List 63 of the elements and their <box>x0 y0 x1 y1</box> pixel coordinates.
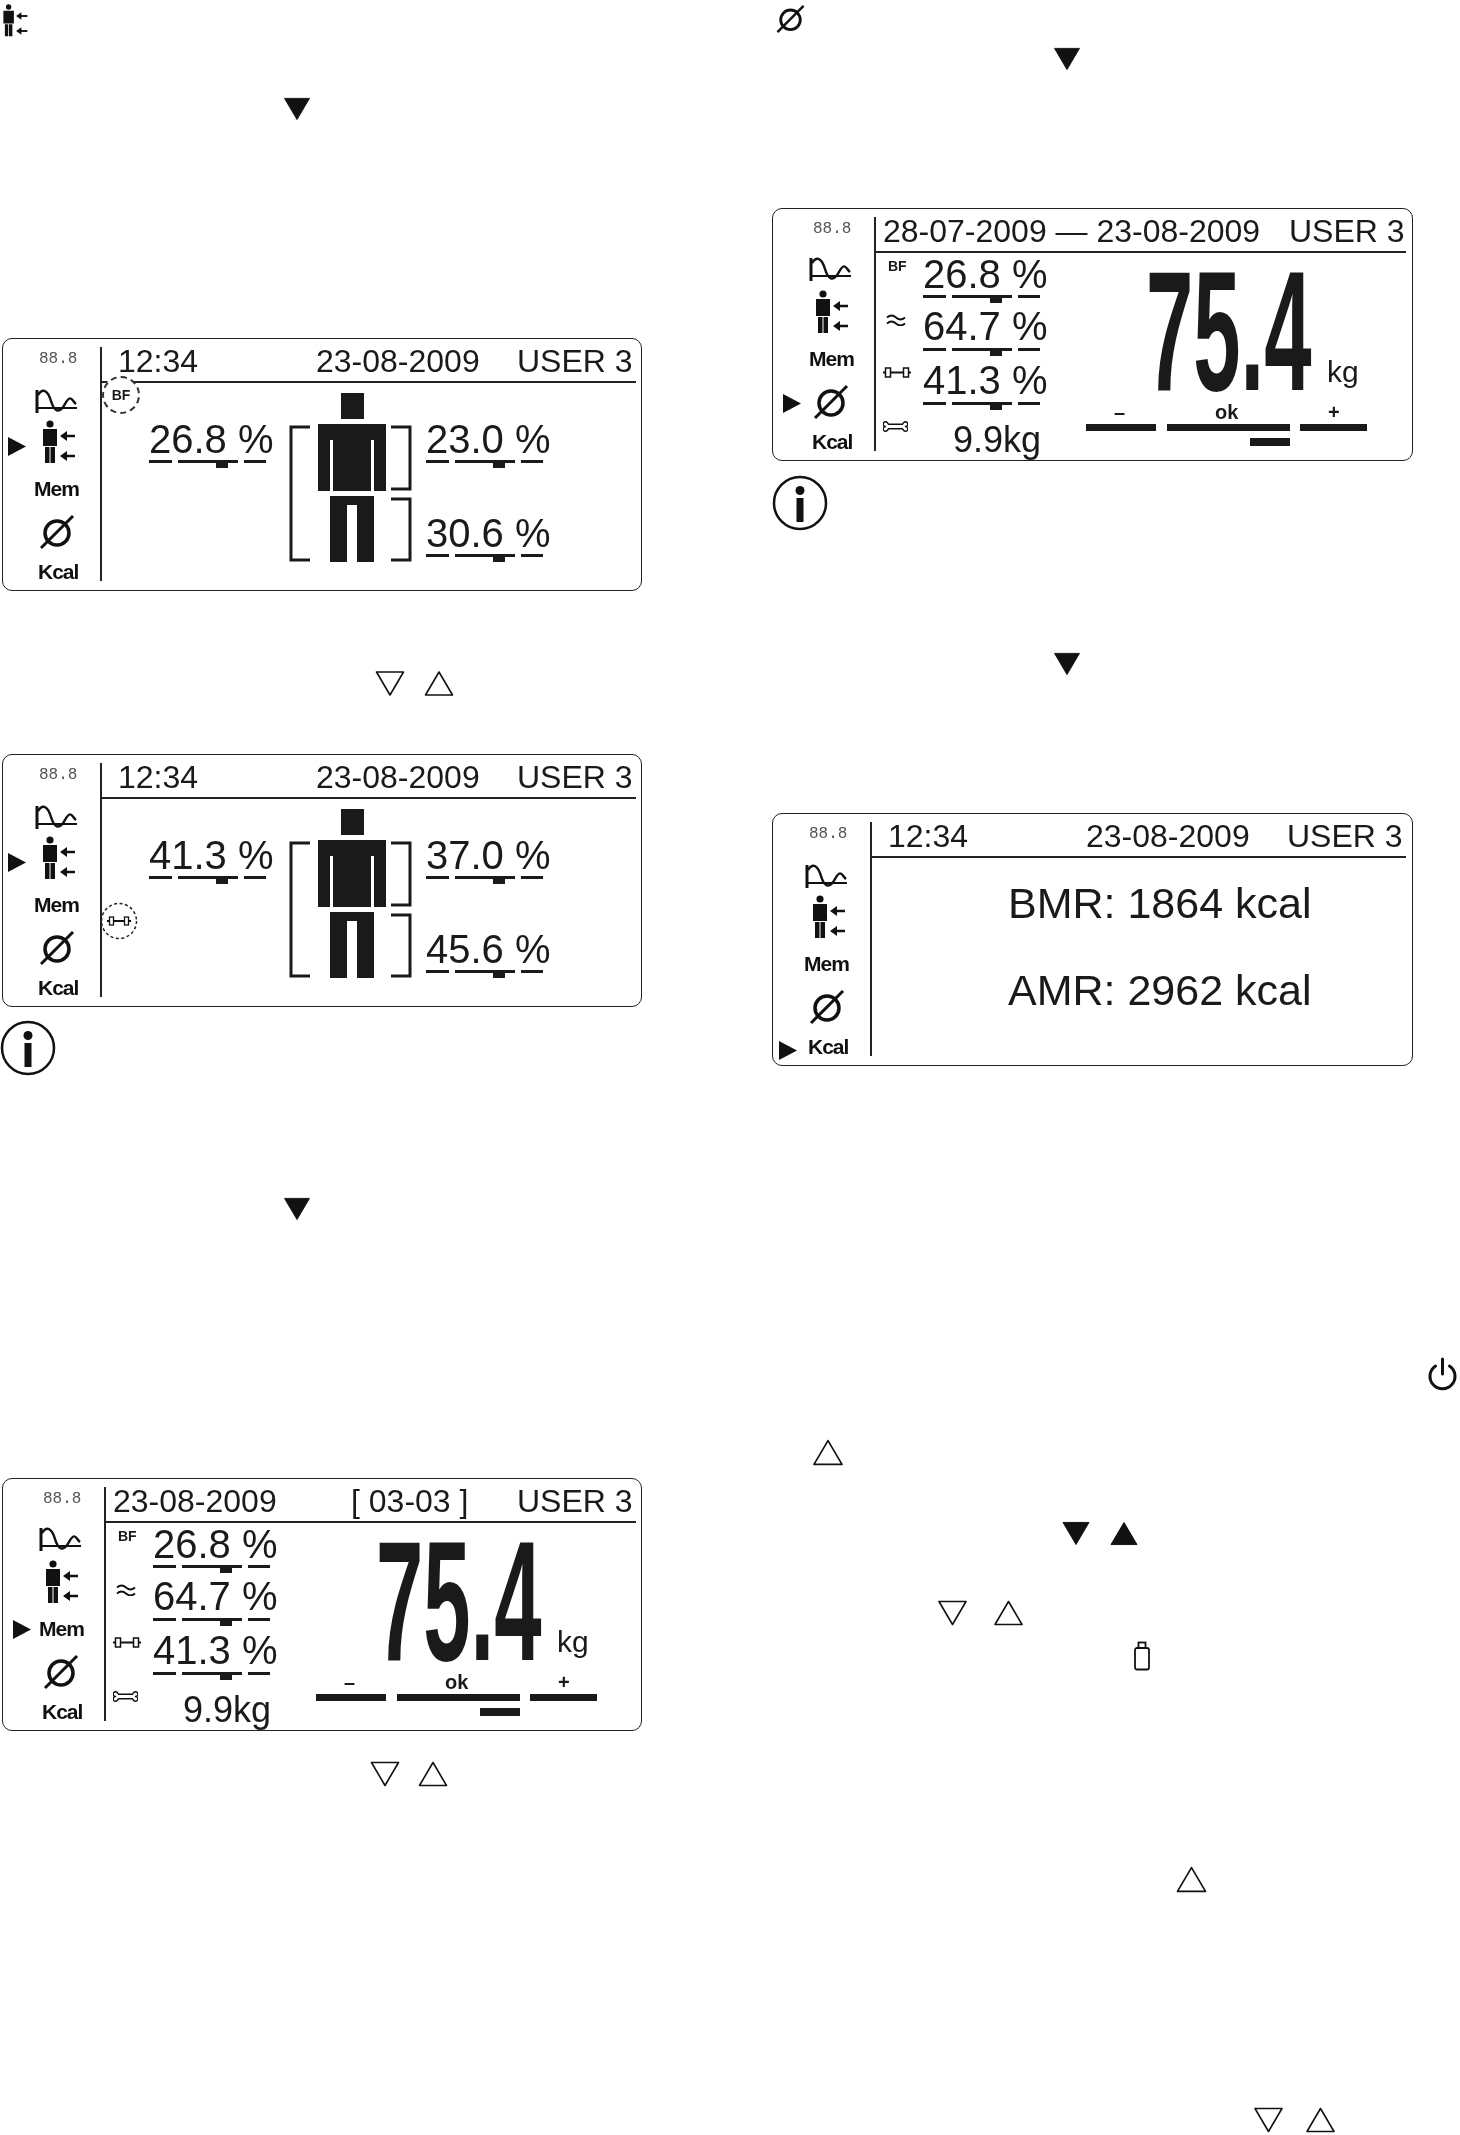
date-readout: 23-08-2009 <box>1086 820 1250 852</box>
energy-readout: BMR: 1864 kcal <box>1008 882 1312 925</box>
date-readout: 23-08-2009 <box>316 345 480 377</box>
percent-readout: 26.8 % <box>923 254 1048 294</box>
energy-readout: AMR: 2962 kcal <box>1008 969 1312 1012</box>
range-label: – <box>1114 402 1126 422</box>
memory-range-readout: [ 03-03 ] <box>351 1485 469 1517</box>
user-label: USER 3 <box>517 761 633 793</box>
weight-readout: 75.4 <box>1146 264 1312 400</box>
percent-readout: 41.3 % <box>923 360 1048 400</box>
user-label: USER 3 <box>517 345 633 377</box>
percent-readout: 26.8 % <box>153 1524 278 1564</box>
percent-readout: 64.7 % <box>923 306 1048 346</box>
segment-readout: 88.8 <box>813 221 852 237</box>
date-range-readout: 28-07-2009 — 23-08-2009 <box>883 215 1261 247</box>
time-readout: 12:34 <box>888 820 969 852</box>
segment-readout: 88.8 <box>39 351 78 367</box>
time-readout: 12:34 <box>118 761 199 793</box>
menu-label: Kcal <box>38 977 79 998</box>
range-label: ok <box>1215 402 1239 422</box>
menu-label: Kcal <box>808 1036 849 1057</box>
menu-label: Mem <box>34 894 79 915</box>
user-label: USER 3 <box>1287 820 1403 852</box>
percent-readout: 41.3 % <box>149 835 274 875</box>
segment-readout: 88.8 <box>39 767 78 783</box>
time-readout: 12:34 <box>118 345 199 377</box>
range-label: ok <box>445 1672 469 1692</box>
menu-label: Kcal <box>812 431 853 452</box>
segment-readout: 88.8 <box>809 826 848 842</box>
range-label: – <box>344 1672 356 1692</box>
percent-readout: 23.0 % <box>426 419 551 459</box>
segment-readout: 88.8 <box>43 1491 82 1507</box>
percent-readout: 37.0 % <box>426 835 551 875</box>
weight-readout: 9.9kg <box>953 422 1042 458</box>
percent-readout: 41.3 % <box>153 1630 278 1670</box>
lcd-display <box>2 754 642 1007</box>
date-readout: 23-08-2009 <box>113 1485 277 1517</box>
menu-label: Mem <box>34 478 79 499</box>
date-readout: 23-08-2009 <box>316 761 480 793</box>
percent-readout: 26.8 % <box>149 419 274 459</box>
lcd-display <box>2 338 642 591</box>
menu-label: Mem <box>809 348 854 369</box>
menu-label: Kcal <box>42 1701 83 1722</box>
lcd-display <box>772 208 1413 461</box>
bf-label: BF <box>888 259 907 273</box>
percent-readout: 45.6 % <box>426 929 551 969</box>
bf-label: BF <box>111 388 131 402</box>
range-label: + <box>558 1672 570 1692</box>
unit-label: kg <box>557 1627 589 1657</box>
bf-label: BF <box>118 1529 137 1543</box>
weight-readout: 9.9kg <box>183 1692 272 1728</box>
user-label: USER 3 <box>1289 215 1405 247</box>
user-label: USER 3 <box>517 1485 633 1517</box>
percent-readout: 64.7 % <box>153 1576 278 1616</box>
unit-label: kg <box>1327 357 1359 387</box>
menu-label: Mem <box>39 1618 84 1639</box>
menu-label: Mem <box>804 953 849 974</box>
lcd-display <box>2 1478 642 1731</box>
percent-readout: 30.6 % <box>426 513 551 553</box>
range-label: + <box>1328 402 1340 422</box>
lcd-display <box>772 813 1413 1066</box>
menu-label: Kcal <box>38 561 79 582</box>
weight-readout: 75.4 <box>376 1534 542 1670</box>
